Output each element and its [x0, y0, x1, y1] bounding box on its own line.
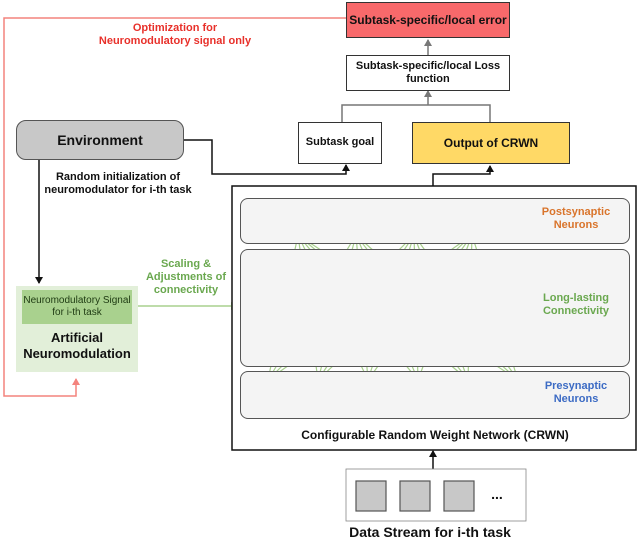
loss-function-box: Subtask-specific/local Loss function: [346, 55, 510, 91]
long-lasting-label: Long-lasting Connectivity: [542, 292, 609, 318]
connectivity-panel: [240, 249, 630, 367]
data-stream-label: Data Stream for i-th task: [349, 524, 511, 540]
environment-text: Environment: [57, 131, 143, 148]
presynaptic-panel: [240, 371, 630, 419]
arrow-env-to-goal: [184, 139, 350, 175]
scaling-label: Scaling & Adjustments of connectivity: [145, 258, 227, 297]
subtask-error-text: Subtask-specific/local error: [349, 12, 507, 27]
line-goal-up: [341, 104, 491, 122]
postsynaptic-panel: [240, 198, 630, 244]
random-init-label: Random initialization of neuromodulator …: [44, 171, 192, 197]
output-crwn-box: Output of CRWN: [412, 122, 570, 164]
subtask-goal-box: Subtask goal: [298, 122, 382, 164]
loss-function-text: Subtask-specific/local Loss function: [355, 59, 501, 85]
presynaptic-label: Presynaptic Neurons: [544, 380, 608, 406]
subtask-goal-text: Subtask goal: [305, 136, 375, 149]
output-crwn-text: Output of CRWN: [443, 135, 539, 150]
environment-box: Environment: [16, 120, 184, 160]
data-stream-frame: [345, 468, 527, 522]
subtask-error-box: Subtask-specific/local error: [346, 2, 510, 38]
red-feedback-line: [3, 17, 346, 397]
artificial-neuromodulation-box: Neuromodulatory Signal for i-th task Art…: [16, 286, 138, 372]
data-stream-ellipsis: ...: [491, 486, 503, 502]
neuromod-signal-text: Neuromodulatory Signal for i-th task: [23, 295, 131, 318]
optimization-label: Optimization for Neuromodulatory signal …: [98, 22, 252, 48]
data-block: [399, 480, 431, 512]
arrow-crwn-to-output: [432, 165, 494, 186]
postsynaptic-label: Postsynaptic Neurons: [541, 206, 611, 232]
data-block: [443, 480, 475, 512]
artificial-neuromod-text: Artificial Neuromodulation: [23, 330, 131, 361]
data-block: [355, 480, 387, 512]
crwn-caption: Configurable Random Weight Network (CRWN…: [301, 428, 569, 442]
neuromod-signal-box: Neuromodulatory Signal for i-th task: [22, 290, 132, 324]
